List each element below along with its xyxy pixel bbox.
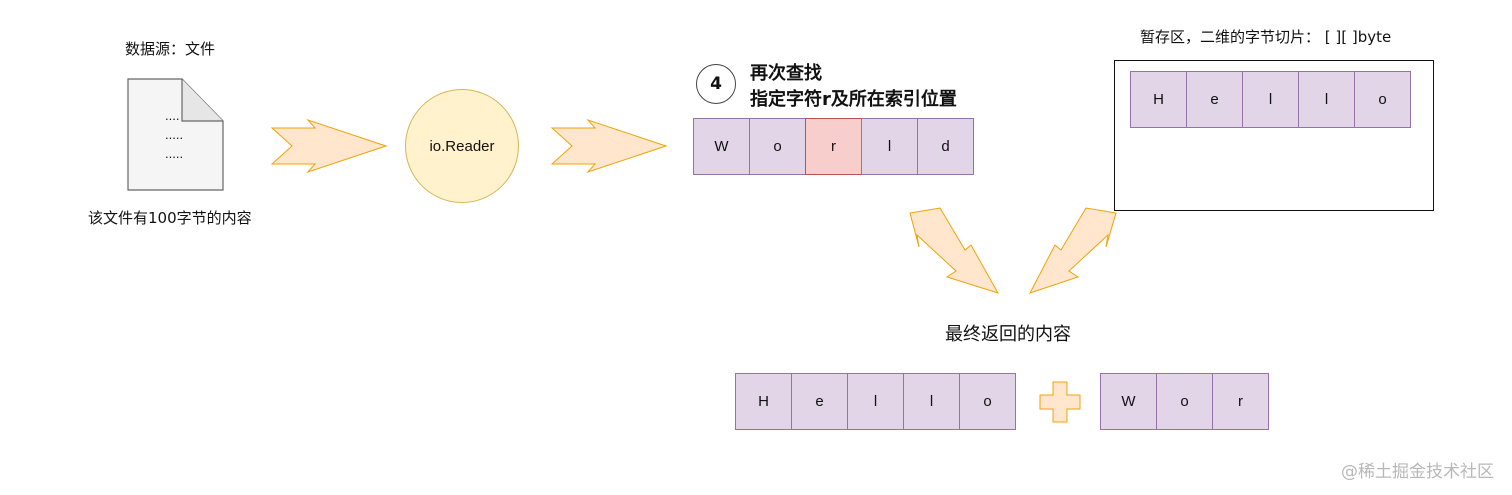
io-reader-label: io.Reader <box>429 137 495 155</box>
byte-cell: e <box>791 373 848 430</box>
io-reader-node: io.Reader <box>405 89 519 203</box>
byte-cell: H <box>735 373 792 430</box>
file-line: .... <box>165 108 180 123</box>
byte-cell: H <box>1130 71 1187 128</box>
file-icon <box>127 78 224 191</box>
buffer-box <box>1114 60 1434 211</box>
file-content: .... ..... ..... <box>165 106 183 163</box>
result-title: 最终返回的内容 <box>945 324 1071 345</box>
right-arrow-icon <box>270 118 388 174</box>
plus-icon <box>1039 381 1081 423</box>
byte-cell: W <box>693 118 750 175</box>
watermark: @稀土掘金技术社区 <box>1341 462 1494 482</box>
step-number-badge: 4 <box>696 64 736 104</box>
file-line: ..... <box>165 127 184 142</box>
byte-cell: l <box>847 373 904 430</box>
step-title-line2: 指定字符r及所在索引位置 <box>750 89 957 110</box>
byte-cell: o <box>959 373 1016 430</box>
source-title: 数据源：文件 <box>125 40 216 58</box>
byte-cell: r <box>1212 373 1269 430</box>
source-caption: 该文件有100字节的内容 <box>88 209 252 227</box>
byte-cell: r <box>805 118 862 175</box>
right-arrow-icon <box>550 118 668 174</box>
file-line: ..... <box>165 146 184 161</box>
buffer-title: 暂存区，二维的字节切片： [ ][ ]byte <box>1140 28 1392 46</box>
byte-cell: e <box>1186 71 1243 128</box>
byte-cell: d <box>917 118 974 175</box>
byte-cell: l <box>1298 71 1355 128</box>
byte-cell: l <box>903 373 960 430</box>
byte-cell: o <box>749 118 806 175</box>
byte-cell: o <box>1156 373 1213 430</box>
byte-cell: l <box>861 118 918 175</box>
byte-cell: o <box>1354 71 1411 128</box>
down-left-arrow-icon <box>1028 207 1117 294</box>
step-title-line1: 再次查找 <box>750 63 822 84</box>
byte-cell: W <box>1100 373 1157 430</box>
byte-cell: l <box>1242 71 1299 128</box>
down-right-arrow-icon <box>909 207 1000 294</box>
